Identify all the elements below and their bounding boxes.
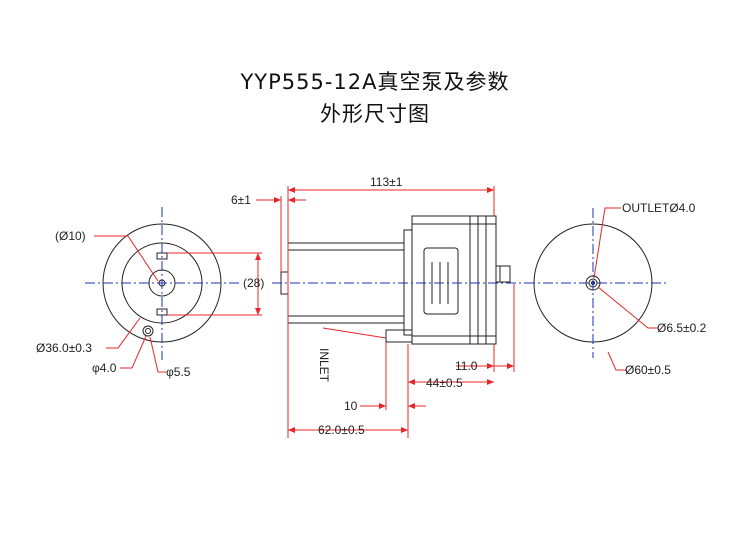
inlet-leader <box>322 327 387 339</box>
inlet-label: INLET <box>317 348 331 383</box>
dim62-arrow-right <box>401 427 408 433</box>
vent-hole-inner <box>145 328 151 334</box>
dim6-label: 6±1 <box>231 193 251 207</box>
dim44-label: 44±0.5 <box>426 376 463 390</box>
rear-view: OUTLETØ4.0 Ø6.5±0.2 Ø60±0.5 <box>525 201 707 377</box>
d65-leader <box>597 286 658 329</box>
dim28-label: (28) <box>243 276 264 290</box>
outlet-label: OUTLETØ4.0 <box>622 201 696 215</box>
d60-label: Ø60±0.5 <box>625 363 671 377</box>
outlet-nozzle <box>495 265 511 283</box>
outlet-leader <box>593 207 621 279</box>
dim113-label: 113±1 <box>370 175 403 189</box>
dim6-arrow-right <box>288 197 295 203</box>
d36-label: Ø36.0±0.3 <box>36 341 92 355</box>
side-view: 113±1 6±1 INLET 10 62.0±0.5 11.0 44±0.5 <box>231 175 525 438</box>
dim113-arrow-left <box>288 187 295 193</box>
d4-label: φ4.0 <box>92 361 117 375</box>
vent-hole <box>142 325 154 337</box>
dim11-arrow-left <box>487 363 494 369</box>
dim44-arrow-left <box>408 379 415 385</box>
dim10-arrow-left <box>379 403 386 409</box>
d10-label: (Ø10) <box>55 229 86 243</box>
d65-label: Ø6.5±0.2 <box>657 321 707 335</box>
dim62-arrow-left <box>288 427 295 433</box>
dim10-arrow-right <box>408 403 415 409</box>
pump-head <box>411 215 497 345</box>
d4-leader <box>120 335 147 369</box>
diagram-title: YYP555-12A真空泵及参数 <box>240 70 510 94</box>
dim44-arrow-right <box>487 379 494 385</box>
d55-label: φ5.5 <box>166 365 191 379</box>
label-plate <box>423 247 459 315</box>
dim28-arrow-bottom <box>255 308 261 315</box>
diagram-subtitle: 外形尺寸图 <box>320 102 430 126</box>
dim28-arrow-top <box>255 253 261 260</box>
d10-leader <box>94 235 159 282</box>
dim11-label: 11.0 <box>455 359 478 373</box>
d60-leader <box>607 351 626 371</box>
inlet-nozzle <box>385 329 413 343</box>
d55-leader <box>149 336 166 373</box>
dim62-label: 62.0±0.5 <box>318 423 365 437</box>
dim11-arrow-right <box>507 363 514 369</box>
d36-leader <box>106 317 141 349</box>
dim113-arrow-right <box>487 187 494 193</box>
dim6-arrow-left <box>274 197 281 203</box>
front-view: (Ø10) (28) Ø36.0±0.3 φ4.0 φ5.5 <box>36 207 264 379</box>
dim10-label: 10 <box>344 399 358 413</box>
